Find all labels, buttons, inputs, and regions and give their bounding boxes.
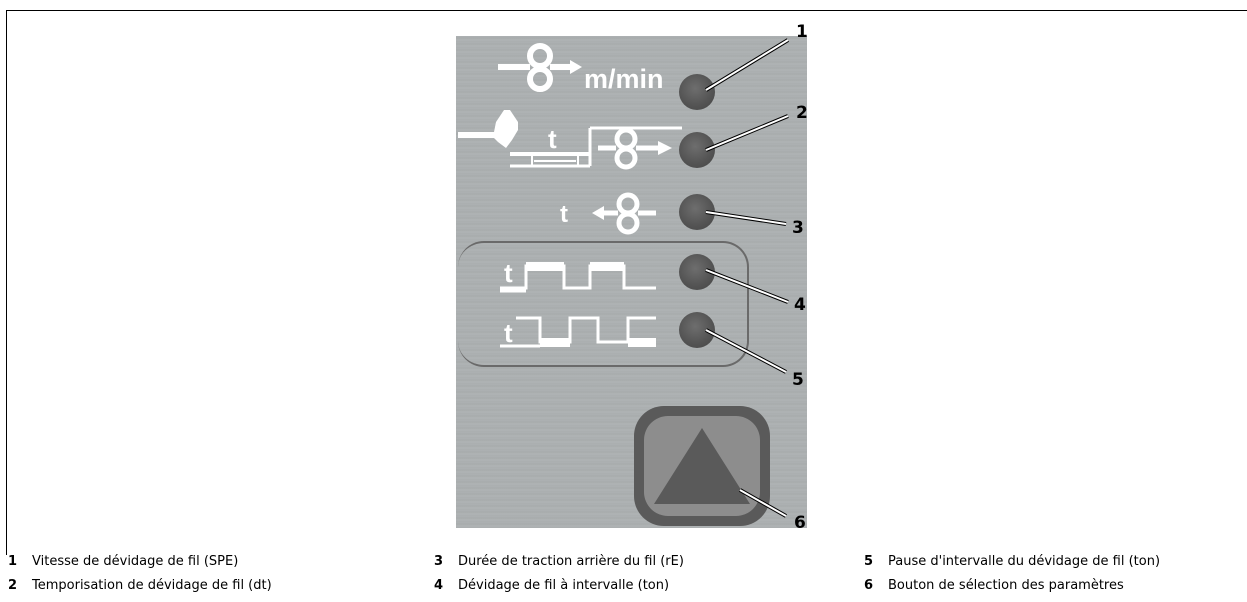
interval-group-frame: [458, 241, 749, 367]
legend-text: Dévidage de fil à intervalle (ton): [458, 578, 670, 593]
triangle-up-icon: [654, 428, 750, 504]
interval-feed-icon: [500, 262, 656, 293]
interval-time-letter: t: [504, 258, 513, 288]
frame-left-border: [6, 10, 7, 555]
button-face[interactable]: [644, 416, 760, 516]
interval-pause-icon: [500, 316, 656, 348]
callout-5: 5: [792, 370, 804, 390]
wire-feed-speed-icon: [498, 43, 582, 92]
legend-number: 3: [434, 554, 444, 569]
legend-text: Temporisation de dévidage de fil (dt): [32, 578, 272, 593]
legend-text: Vitesse de dévidage de fil (SPE): [32, 554, 239, 569]
legend-number: 6: [864, 578, 874, 593]
legend-text: Pause d'intervalle du dévidage de fil (t…: [888, 554, 1161, 569]
wire-feed-delay-icon: [458, 110, 682, 170]
callout-2: 2: [796, 103, 808, 123]
led-burn-back: [679, 194, 715, 230]
callout-3: 3: [792, 218, 804, 238]
callout-1: 1: [796, 22, 808, 42]
led-interval-pause: [679, 312, 715, 348]
burnback-time-letter: t: [560, 201, 568, 228]
legend-number: 1: [8, 554, 18, 569]
led-feed-delay: [679, 132, 715, 168]
delay-time-letter: t: [548, 124, 557, 154]
legend-text: Durée de traction arrière du fil (rE): [458, 554, 684, 569]
led-interval-feed: [679, 254, 715, 290]
wire-burn-back-icon: [592, 192, 656, 235]
callout-6: 6: [794, 513, 806, 533]
control-panel: m/min t t: [456, 36, 807, 528]
parameter-select-button[interactable]: [634, 406, 770, 526]
legend-text: Bouton de sélection des paramètres: [888, 578, 1124, 593]
led-wire-speed: [679, 74, 715, 110]
legend-number: 5: [864, 554, 874, 569]
callout-4: 4: [794, 295, 806, 315]
panel-symbols: m/min t t: [458, 43, 682, 348]
speed-unit-label: m/min: [584, 64, 664, 94]
frame-top-border: [6, 10, 1247, 11]
legend: 1 Vitesse de dévidage de fil (SPE) 2 Tem…: [0, 552, 1247, 602]
legend-number: 2: [8, 578, 18, 593]
pause-time-letter: t: [504, 318, 513, 348]
legend-number: 4: [434, 578, 444, 593]
